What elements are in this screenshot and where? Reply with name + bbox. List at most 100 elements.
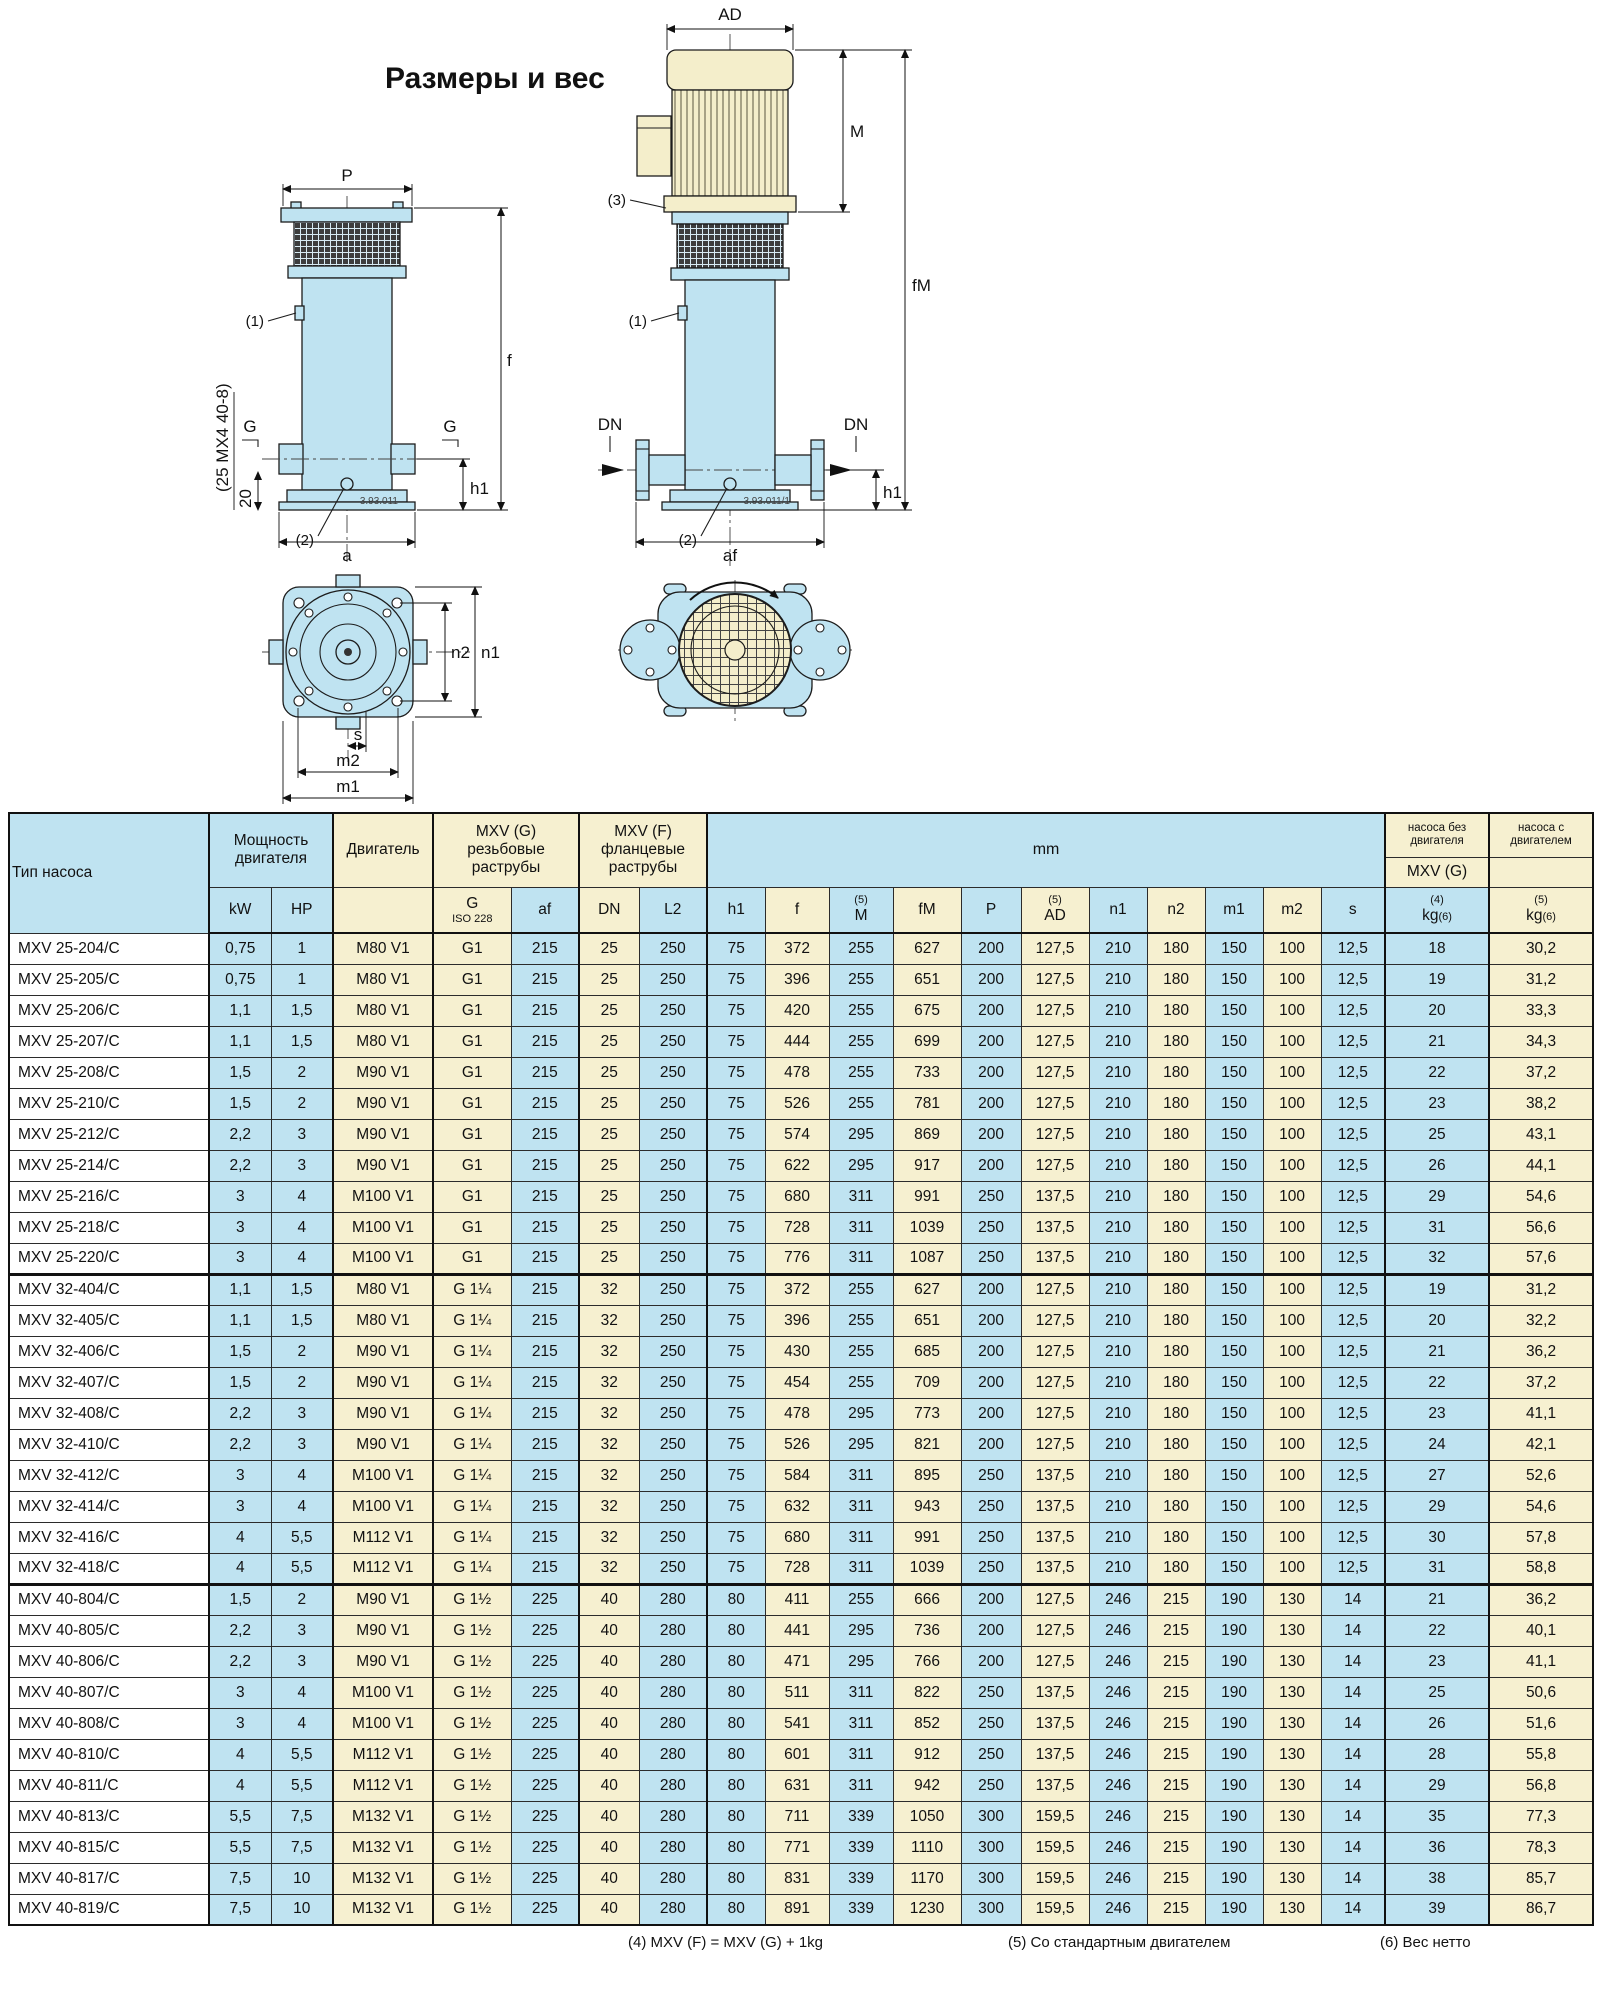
cell-kg5: 36,2 bbox=[1488, 1335, 1594, 1368]
cell-n1: 210 bbox=[1088, 1025, 1148, 1058]
cell-m1: 150 bbox=[1204, 1149, 1264, 1182]
cell-kg4: 28 bbox=[1384, 1738, 1490, 1771]
cell-n2: 180 bbox=[1146, 1397, 1206, 1430]
dim-label-h1: h1 bbox=[470, 479, 489, 498]
cell-af: 215 bbox=[510, 1087, 580, 1120]
cell-h1: 75 bbox=[706, 1272, 766, 1306]
cell-n1: 210 bbox=[1088, 1397, 1148, 1430]
cell-s: 14 bbox=[1320, 1738, 1386, 1771]
cell-af: 215 bbox=[510, 1428, 580, 1461]
cell-dn: 32 bbox=[578, 1490, 640, 1523]
col-header-h1: h1 bbox=[706, 886, 766, 934]
dim-label-n1: n1 bbox=[481, 643, 500, 662]
cell-l2: 250 bbox=[638, 1118, 708, 1151]
cell-m: 295 bbox=[828, 1149, 894, 1182]
cell-n1: 246 bbox=[1088, 1582, 1148, 1616]
cell-kg4: 21 bbox=[1384, 1582, 1490, 1616]
cell-kw: 1,1 bbox=[208, 1025, 272, 1058]
cell-motor: M132 V1 bbox=[332, 1831, 434, 1864]
cell-n1: 210 bbox=[1088, 1242, 1148, 1275]
cell-n2: 215 bbox=[1146, 1800, 1206, 1833]
cell-kg5: 34,3 bbox=[1488, 1025, 1594, 1058]
cell-p: 200 bbox=[960, 1272, 1022, 1306]
cell-ad: 127,5 bbox=[1020, 1645, 1090, 1678]
cell-n2: 215 bbox=[1146, 1893, 1206, 1926]
cell-af: 215 bbox=[510, 1242, 580, 1275]
cell-af: 215 bbox=[510, 1552, 580, 1585]
cell-hp: 7,5 bbox=[270, 1800, 334, 1833]
cell-kw: 2,2 bbox=[208, 1149, 272, 1182]
cell-ad: 137,5 bbox=[1020, 1242, 1090, 1275]
cell-m: 339 bbox=[828, 1893, 894, 1926]
cell-motor: M100 V1 bbox=[332, 1707, 434, 1740]
cell-type: MXV 40-811/C bbox=[8, 1769, 210, 1802]
cell-l2: 250 bbox=[638, 1490, 708, 1523]
cell-m: 311 bbox=[828, 1552, 894, 1585]
dim-label-dn-left: DN bbox=[598, 415, 623, 434]
cell-motor: M112 V1 bbox=[332, 1769, 434, 1802]
cell-n1: 210 bbox=[1088, 1521, 1148, 1554]
cell-hp: 5,5 bbox=[270, 1552, 334, 1585]
drawing-code-g: 3.93.011 bbox=[360, 496, 399, 507]
cell-l2: 250 bbox=[638, 1552, 708, 1585]
cell-g: G 1½ bbox=[432, 1582, 512, 1616]
cell-dn: 25 bbox=[578, 1211, 640, 1244]
cell-g: G 1¼ bbox=[432, 1335, 512, 1368]
cell-motor: M90 V1 bbox=[332, 1582, 434, 1616]
cell-p: 300 bbox=[960, 1862, 1022, 1895]
cell-m: 295 bbox=[828, 1645, 894, 1678]
cell-af: 215 bbox=[510, 1025, 580, 1058]
cell-fm: 1050 bbox=[892, 1800, 962, 1833]
cell-n1: 210 bbox=[1088, 1180, 1148, 1213]
cell-p: 200 bbox=[960, 1645, 1022, 1678]
cell-dn: 25 bbox=[578, 1180, 640, 1213]
cell-kg4: 19 bbox=[1384, 1272, 1490, 1306]
cell-s: 12,5 bbox=[1320, 1335, 1386, 1368]
col-header-m1: m1 bbox=[1204, 886, 1264, 934]
cell-s: 12,5 bbox=[1320, 1397, 1386, 1430]
cell-kg4: 22 bbox=[1384, 1366, 1490, 1399]
cell-h1: 75 bbox=[706, 1118, 766, 1151]
cell-f: 622 bbox=[764, 1149, 830, 1182]
cell-type: MXV 25-206/C bbox=[8, 994, 210, 1027]
cell-hp: 5,5 bbox=[270, 1769, 334, 1802]
cell-m: 311 bbox=[828, 1521, 894, 1554]
cell-hp: 5,5 bbox=[270, 1521, 334, 1554]
cell-type: MXV 32-410/C bbox=[8, 1428, 210, 1461]
cell-hp: 4 bbox=[270, 1211, 334, 1244]
cell-m1: 150 bbox=[1204, 1552, 1264, 1585]
cell-hp: 2 bbox=[270, 1335, 334, 1368]
cell-ad: 137,5 bbox=[1020, 1459, 1090, 1492]
cell-l2: 250 bbox=[638, 1025, 708, 1058]
cell-fm: 1039 bbox=[892, 1211, 962, 1244]
cell-g: G 1¼ bbox=[432, 1366, 512, 1399]
dim-label-g-left: G bbox=[243, 417, 256, 436]
cell-g: G 1¼ bbox=[432, 1459, 512, 1492]
cell-n1: 246 bbox=[1088, 1614, 1148, 1647]
cell-dn: 40 bbox=[578, 1831, 640, 1864]
cell-motor: M90 V1 bbox=[332, 1118, 434, 1151]
cell-dn: 32 bbox=[578, 1366, 640, 1399]
cell-ad: 137,5 bbox=[1020, 1676, 1090, 1709]
cell-h1: 80 bbox=[706, 1645, 766, 1678]
cell-l2: 250 bbox=[638, 994, 708, 1027]
footnote-6: (6) Вес нетто bbox=[1380, 1934, 1471, 1951]
cell-hp: 3 bbox=[270, 1397, 334, 1430]
top-view-flanged bbox=[618, 580, 852, 722]
cell-n1: 210 bbox=[1088, 1490, 1148, 1523]
cell-g: G 1½ bbox=[432, 1769, 512, 1802]
cell-h1: 75 bbox=[706, 1397, 766, 1430]
col-header-s: s bbox=[1320, 886, 1386, 934]
cell-hp: 1,5 bbox=[270, 1304, 334, 1337]
cell-l2: 280 bbox=[638, 1800, 708, 1833]
cell-n1: 210 bbox=[1088, 1304, 1148, 1337]
cell-fm: 912 bbox=[892, 1738, 962, 1771]
cell-h1: 80 bbox=[706, 1738, 766, 1771]
cell-kw: 3 bbox=[208, 1459, 272, 1492]
